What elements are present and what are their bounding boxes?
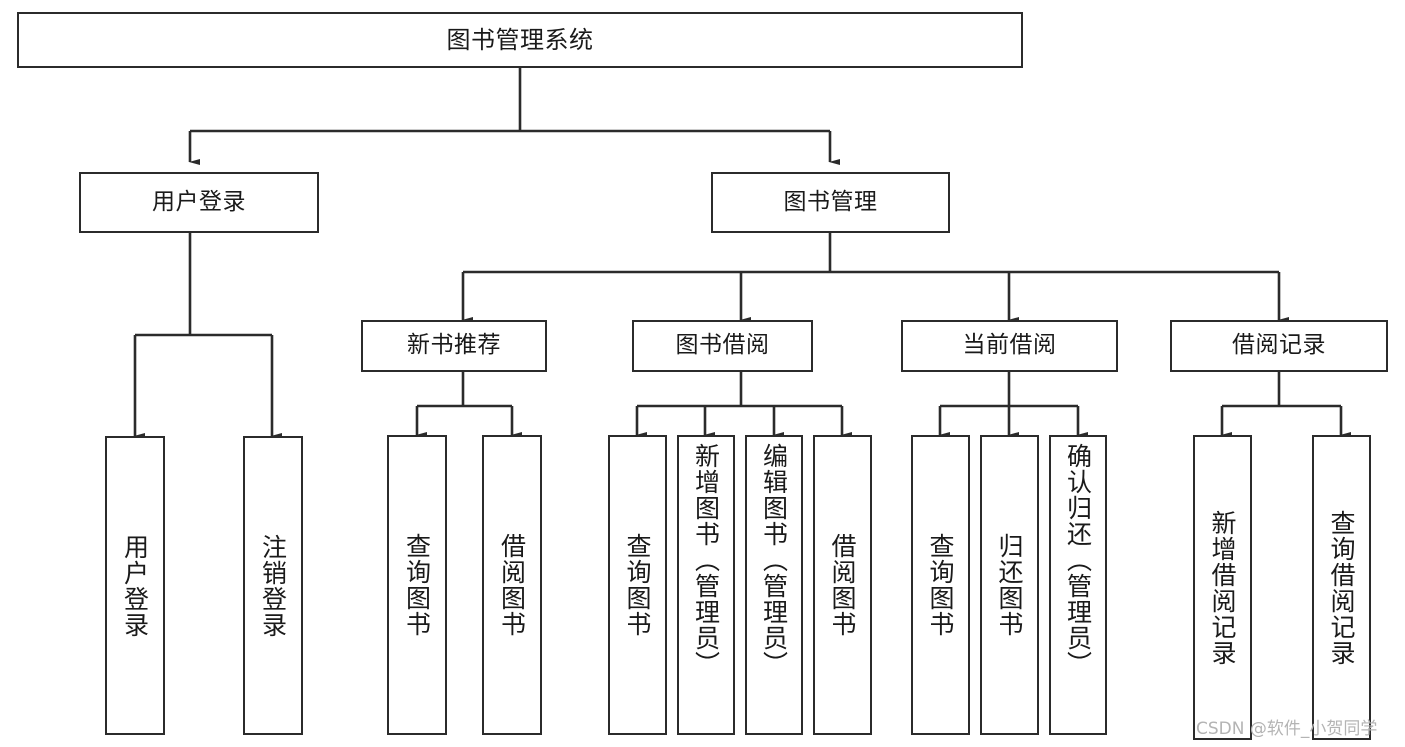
node-new-book-recommend-label: 新书推荐 <box>407 332 501 359</box>
node-borrow-record-label: 借阅记录 <box>1232 332 1326 359</box>
node-borrow-record[interactable]: 借阅记录 <box>1170 320 1388 372</box>
node-root-label: 图书管理系统 <box>446 25 594 54</box>
leaf-return-book-label: 归还图书 <box>995 533 1024 637</box>
leaf-borrow-book-1-label: 借阅图书 <box>497 533 527 637</box>
leaf-query-book-2[interactable]: 查询图书 <box>608 435 667 735</box>
leaf-query-record[interactable]: 查询借阅记录 <box>1312 435 1371 740</box>
leaf-query-book-2-label: 查询图书 <box>623 533 652 637</box>
leaf-add-book-label: 新增图书（管理员） <box>691 443 721 677</box>
node-new-book-recommend[interactable]: 新书推荐 <box>361 320 547 372</box>
node-user-login[interactable]: 用户登录 <box>79 172 319 233</box>
leaf-user-login-label: 用户登录 <box>120 533 150 638</box>
leaf-query-book-3[interactable]: 查询图书 <box>911 435 970 735</box>
leaf-confirm-return-label: 确认归还（管理员） <box>1063 443 1093 677</box>
node-root[interactable]: 图书管理系统 <box>17 12 1023 68</box>
leaf-edit-book-label: 编辑图书（管理员） <box>759 443 789 677</box>
leaf-query-book-3-label: 查询图书 <box>926 533 955 637</box>
leaf-logout[interactable]: 注销登录 <box>243 436 303 735</box>
node-book-borrow-label: 图书借阅 <box>675 332 770 359</box>
leaf-user-login[interactable]: 用户登录 <box>105 436 165 735</box>
leaf-borrow-book-2[interactable]: 借阅图书 <box>813 435 872 735</box>
leaf-add-book[interactable]: 新增图书（管理员） <box>677 435 735 735</box>
leaf-add-record-label: 新增借阅记录 <box>1208 509 1237 666</box>
watermark: CSDN @软件_小贺同学 <box>1196 719 1378 739</box>
leaf-confirm-return[interactable]: 确认归还（管理员） <box>1049 435 1107 735</box>
leaf-edit-book[interactable]: 编辑图书（管理员） <box>745 435 803 735</box>
leaf-borrow-book-1[interactable]: 借阅图书 <box>482 435 542 735</box>
leaf-borrow-book-2-label: 借阅图书 <box>828 533 857 637</box>
node-book-borrow[interactable]: 图书借阅 <box>632 320 813 372</box>
node-current-borrow[interactable]: 当前借阅 <box>901 320 1118 372</box>
leaf-add-record[interactable]: 新增借阅记录 <box>1193 435 1252 740</box>
node-user-login-label: 用户登录 <box>152 188 246 215</box>
node-current-borrow-label: 当前借阅 <box>962 332 1057 359</box>
leaf-query-book-1[interactable]: 查询图书 <box>387 435 447 735</box>
node-book-manage[interactable]: 图书管理 <box>711 172 950 233</box>
leaf-return-book[interactable]: 归还图书 <box>980 435 1039 735</box>
node-book-manage-label: 图书管理 <box>783 188 878 215</box>
leaf-query-book-1-label: 查询图书 <box>402 533 432 637</box>
leaf-query-record-label: 查询借阅记录 <box>1327 509 1356 666</box>
leaf-logout-label: 注销登录 <box>258 533 288 638</box>
